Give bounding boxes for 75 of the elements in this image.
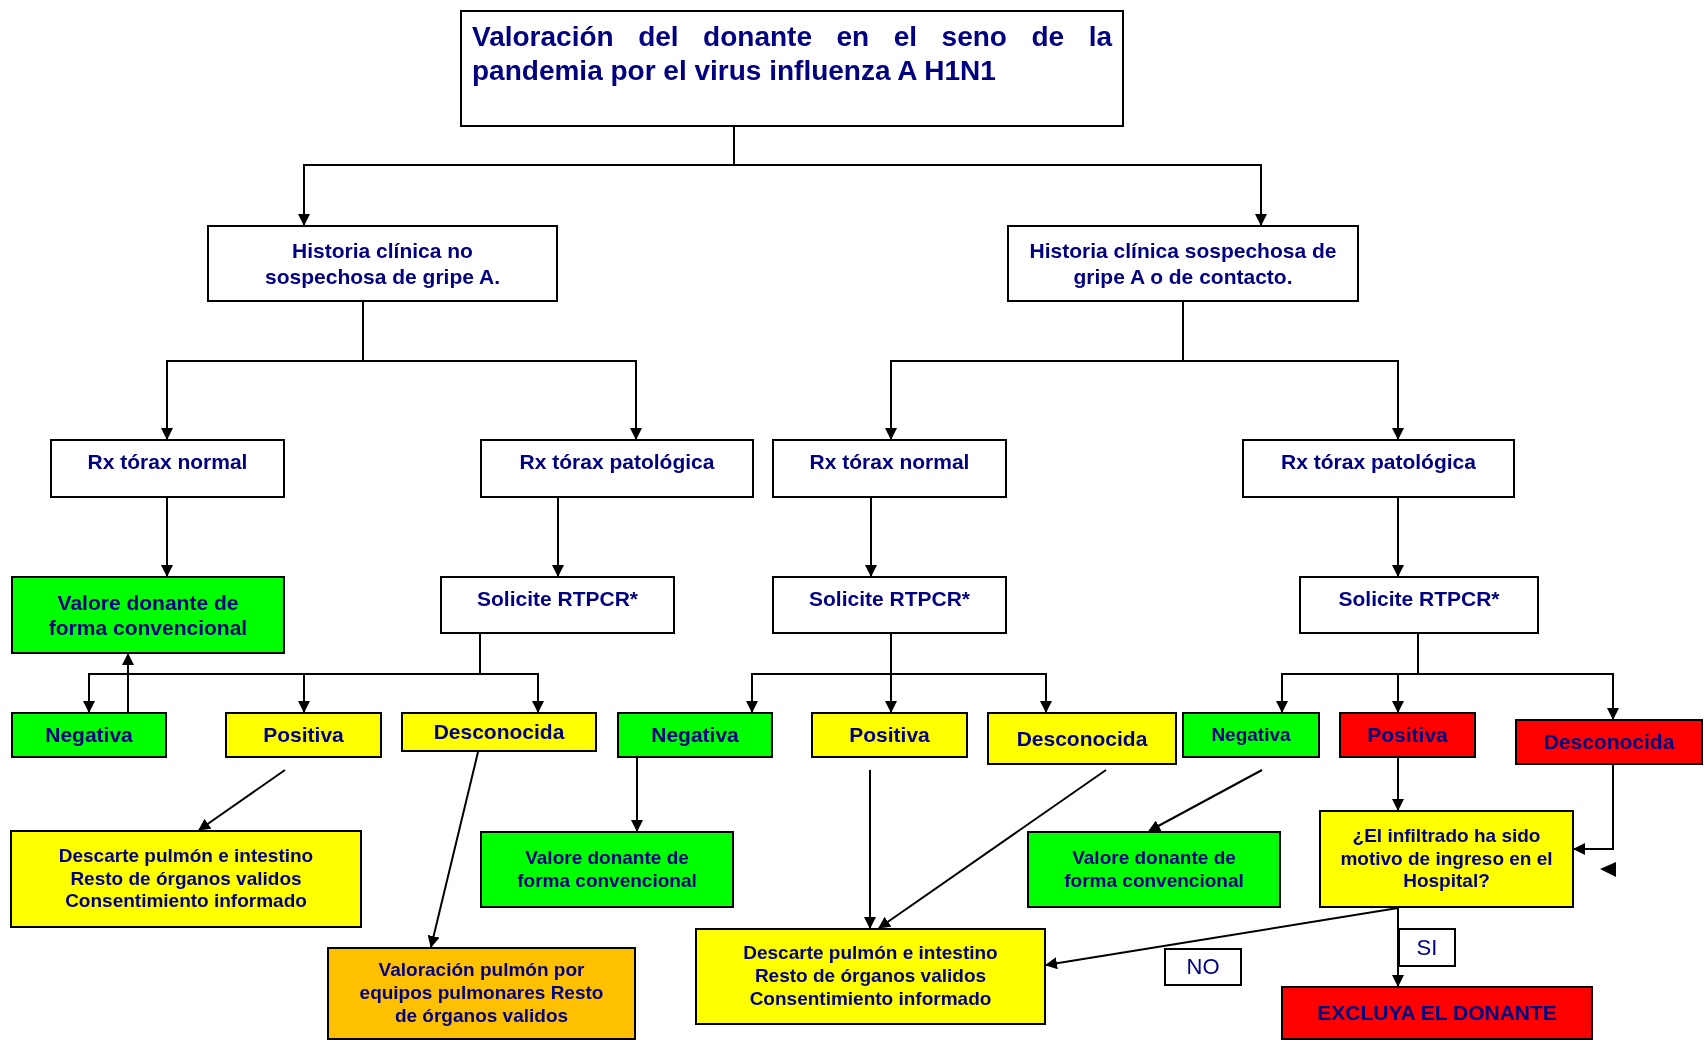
box-text: Valore donante de forma convencional [516,846,698,893]
process-box [10,830,362,928]
box-text: Valore donante de forma convencional [47,589,249,641]
box-text: Rx tórax patológica [1281,449,1476,475]
process-box [1027,831,1281,908]
box-text: Rx tórax normal [87,449,248,475]
process-box [1281,986,1593,1040]
box-text: Rx tórax patológica [519,449,715,475]
arrow [1573,764,1614,855]
arrow [1392,757,1404,811]
edge-label: NO [1164,948,1242,986]
arrow [1417,633,1619,720]
box-text: Negativa [1211,723,1291,747]
process-box [327,947,636,1040]
arrow [427,751,479,948]
arrow [631,757,643,832]
box-text: EXCLUYA EL DONANTE [1317,1000,1557,1026]
arrow [1182,301,1404,440]
box-text: Negativa [651,722,739,748]
arrow [890,633,1052,713]
process-box [1319,810,1574,908]
box-text: Desconocida [1543,729,1675,755]
box-text: Desconocida [433,719,565,745]
process-box [772,439,1007,498]
box-text: Valore donante de forma convencional [1063,846,1245,893]
box-text: Solicite RTPCR* [1338,586,1500,612]
arrow [878,769,1107,929]
process-box [401,712,597,752]
process-box [1182,712,1320,758]
process-box [811,712,968,758]
box-text: Desconocida [1016,725,1148,752]
process-box [11,576,285,654]
process-box [440,576,675,634]
process-box [11,712,167,758]
box-text: Valoración pulmón por equipos pulmonares Resto de órganos validos [358,959,605,1028]
process-box [480,831,734,908]
process-box [225,712,382,758]
process-box [460,10,1124,127]
box-text: Solicite RTPCR* [809,586,970,612]
arrow [161,497,173,577]
box-text: ¿El infiltrado ha sido motivo de ingreso en el Hospital? [1339,824,1554,894]
process-box [1339,712,1476,758]
arrow [479,633,544,713]
process-box [480,439,754,498]
process-box [1299,576,1539,634]
box-text: Descarte pulmón e intestino Resto de órganos validos Consentimiento informado [57,844,315,914]
arrow [1392,497,1404,577]
box-text: Historia clínica sospechosa de gripe A o de contacto. [1028,238,1338,289]
process-box [617,712,773,758]
box-text: Solicite RTPCR* [477,586,638,612]
edge-label: SI [1398,928,1456,967]
process-box [987,712,1177,765]
process-box [207,225,558,302]
box-text: Rx tórax normal [809,449,970,475]
arrow [1148,769,1263,832]
arrow [864,769,876,929]
process-box [1242,439,1515,498]
process-box [50,439,285,498]
box-text: Valoración del donante en el seno de la pandemia por el virus influenza A H1N1 [472,20,1112,88]
arrow [122,653,134,713]
arrow [1045,907,1399,970]
process-box [1007,225,1359,302]
box-text: Historia clínica no sospechosa de gripe A. [264,238,501,289]
box-text: Descarte pulmón e intestino Resto de órganos validos Consentimiento informado [742,942,999,1011]
process-box [772,576,1007,634]
box-text: Positiva [1367,722,1448,748]
arrow [865,497,877,577]
process-box [695,928,1046,1025]
arrow [1392,907,1404,987]
arrow [552,497,564,577]
box-text: Positiva [849,722,930,748]
box-text: Positiva [263,722,344,748]
box-text: Negativa [45,722,133,748]
arrow [198,769,286,831]
process-box [1515,719,1703,765]
